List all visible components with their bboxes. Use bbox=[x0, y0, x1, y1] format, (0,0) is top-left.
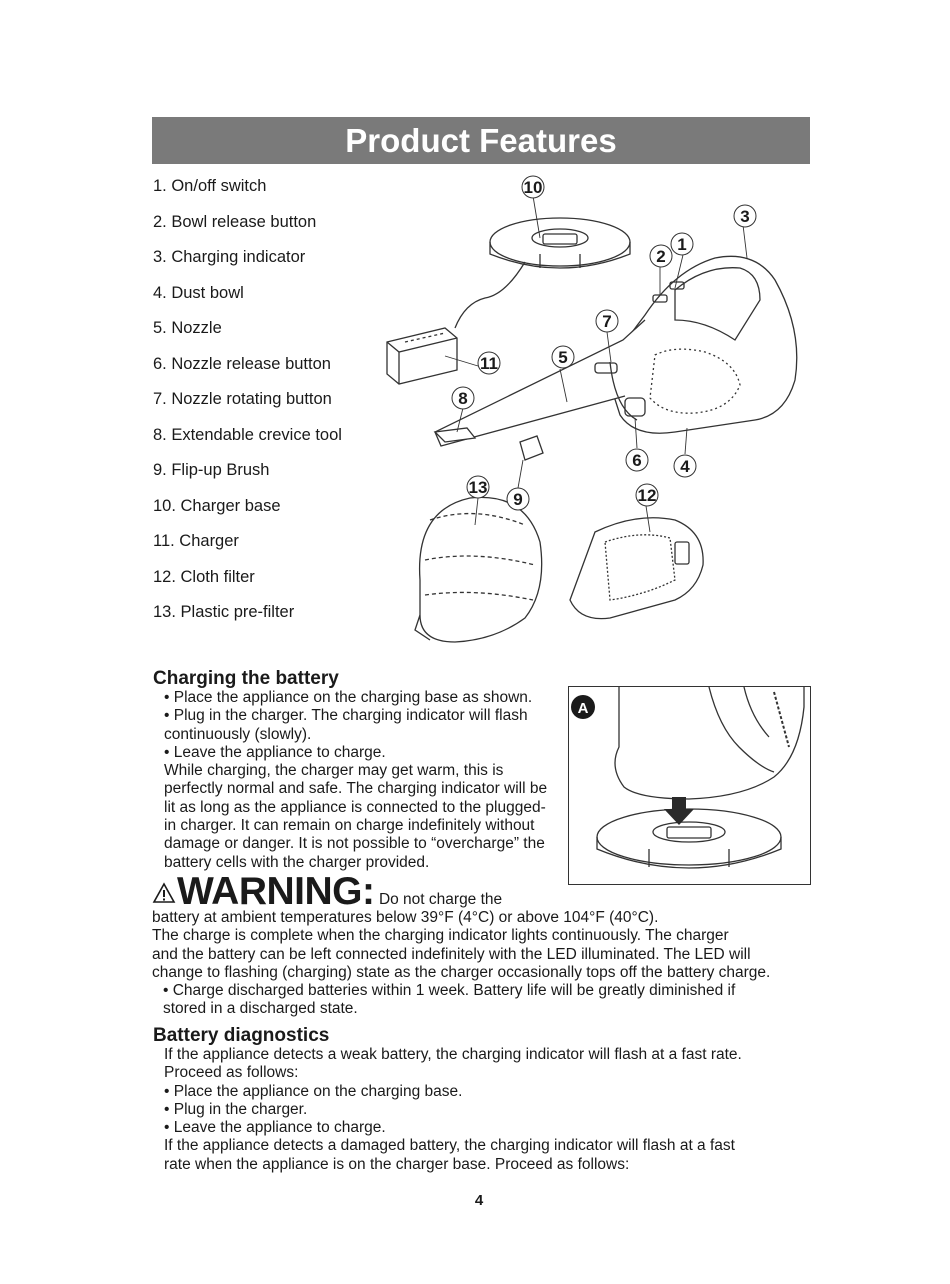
warning-line: The charge is complete when the charging… bbox=[152, 927, 729, 945]
warning-line: change to flashing (charging) state as t… bbox=[152, 963, 771, 981]
feature-item: 9. Flip-up Brush bbox=[153, 461, 270, 479]
svg-text:6: 6 bbox=[632, 451, 641, 470]
feature-item: 10. Charger base bbox=[153, 496, 281, 515]
callout-4: 4 bbox=[673, 454, 697, 478]
callout-10: 10 bbox=[521, 175, 545, 199]
figure-a-label: A bbox=[571, 695, 595, 719]
feature-item: 7. Nozzle rotating button bbox=[153, 390, 332, 408]
feature-item: 4. Dust bowl bbox=[153, 283, 244, 302]
charging-line: perfectly normal and safe. The charging … bbox=[164, 780, 548, 798]
callout-8: 8 bbox=[451, 386, 475, 410]
svg-text:5: 5 bbox=[558, 348, 567, 367]
figure-a-illustration: A bbox=[571, 687, 805, 869]
page-title: Product Features bbox=[345, 121, 617, 159]
diagnostics-line: Proceed as follows: bbox=[164, 1064, 299, 1082]
callout-12: 12 bbox=[635, 483, 659, 507]
charging-line: battery cells with the charger provided. bbox=[164, 853, 430, 871]
warning-text: battery at ambient temperatures below 39… bbox=[152, 909, 770, 1019]
diagnostics-line: rate when the appliance is on the charge… bbox=[164, 1155, 630, 1173]
callout-2: 2 bbox=[649, 244, 673, 268]
section-title-banner: Product Features bbox=[152, 117, 810, 164]
charging-text: • Place the appliance on the charging ba… bbox=[164, 689, 547, 872]
callout-13: 13 bbox=[466, 475, 490, 499]
warning-word: WARNING: bbox=[177, 870, 375, 913]
feature-list: 1. On/off switch 2. Bowl release button … bbox=[153, 176, 342, 638]
pre-filter-illustration bbox=[414, 496, 543, 643]
feature-item: 2. Bowl release button bbox=[153, 212, 317, 231]
svg-text:9: 9 bbox=[513, 490, 522, 509]
svg-text:3: 3 bbox=[740, 207, 749, 226]
feature-item: 5. Nozzle bbox=[153, 319, 222, 337]
warning-bullet-line: • Charge discharged batteries within 1 w… bbox=[163, 982, 736, 1000]
page-number: 4 bbox=[474, 1192, 484, 1209]
diagnostics-text: If the appliance detects a weak battery,… bbox=[164, 1046, 742, 1174]
charging-line: continuously (slowly). bbox=[164, 725, 312, 743]
svg-text:11: 11 bbox=[480, 354, 498, 373]
vacuum-illustration bbox=[433, 255, 798, 461]
svg-text:4: 4 bbox=[680, 457, 690, 476]
charger-base-illustration bbox=[489, 217, 631, 269]
arrow-down-icon bbox=[664, 797, 694, 825]
charging-line: lit as long as the appliance is connecte… bbox=[164, 798, 546, 816]
feature-item: 13. Plastic pre-filter bbox=[153, 603, 295, 621]
callout-1: 1 bbox=[670, 232, 694, 256]
charger-illustration bbox=[386, 327, 458, 385]
feature-item: 1. On/off switch bbox=[153, 177, 267, 195]
charging-line: • Leave the appliance to charge. bbox=[164, 743, 386, 761]
diagnostics-line: • Place the appliance on the charging ba… bbox=[164, 1082, 463, 1100]
svg-text:13: 13 bbox=[469, 478, 488, 497]
cloth-filter-illustration bbox=[569, 517, 704, 620]
feature-item: 12. Cloth filter bbox=[153, 567, 255, 586]
feature-item: 6. Nozzle release button bbox=[153, 354, 331, 373]
callout-11: 11 bbox=[477, 351, 501, 375]
callout-3: 3 bbox=[733, 204, 757, 228]
warning-heading-line: WARNING: Do not charge the bbox=[152, 870, 502, 914]
feature-item: 3. Charging indicator bbox=[153, 248, 306, 266]
charging-line: in charger. It can remain on charge inde… bbox=[164, 817, 535, 835]
diagnostics-line: If the appliance detects a weak battery,… bbox=[164, 1046, 742, 1063]
product-diagram: 10 3 1 2 7 5 11 8 6 4 13 9 12 bbox=[386, 175, 798, 643]
svg-text:A: A bbox=[578, 700, 589, 717]
svg-text:12: 12 bbox=[638, 486, 657, 505]
callout-9: 9 bbox=[506, 487, 530, 511]
svg-text:10: 10 bbox=[524, 178, 543, 197]
charging-line: While charging, the charger may get warm… bbox=[164, 762, 504, 780]
diagnostics-line: If the appliance detects a damaged batte… bbox=[164, 1137, 735, 1155]
svg-text:7: 7 bbox=[602, 312, 611, 331]
callout-5: 5 bbox=[551, 345, 575, 369]
warning-line: and the battery can be left connected in… bbox=[152, 945, 751, 963]
charger-cord bbox=[454, 261, 526, 329]
diagnostics-heading: Battery diagnostics bbox=[153, 1025, 330, 1046]
figure-a: A bbox=[568, 686, 811, 885]
feature-item: 11. Charger bbox=[153, 532, 239, 550]
svg-text:8: 8 bbox=[458, 389, 467, 408]
feature-item: 8. Extendable crevice tool bbox=[153, 425, 342, 444]
callout-7: 7 bbox=[595, 309, 619, 333]
callout-6: 6 bbox=[625, 448, 649, 472]
charging-line: • Plug in the charger. The charging indi… bbox=[164, 707, 528, 725]
warning-bullet-line: stored in a discharged state. bbox=[163, 1000, 358, 1018]
diagnostics-line: • Plug in the charger. bbox=[164, 1100, 308, 1118]
diagnostics-line: • Leave the appliance to charge. bbox=[164, 1119, 386, 1137]
svg-text:1: 1 bbox=[677, 235, 686, 254]
svg-text:2: 2 bbox=[656, 247, 665, 266]
warning-first-text: Do not charge the bbox=[378, 891, 503, 908]
charging-line: damage or danger. It is not possible to … bbox=[164, 835, 545, 853]
warning-line: battery at ambient temperatures below 39… bbox=[152, 909, 659, 926]
charging-line: • Place the appliance on the charging ba… bbox=[164, 689, 533, 706]
charging-heading: Charging the battery bbox=[153, 668, 339, 689]
warning-triangle-icon bbox=[152, 882, 176, 903]
